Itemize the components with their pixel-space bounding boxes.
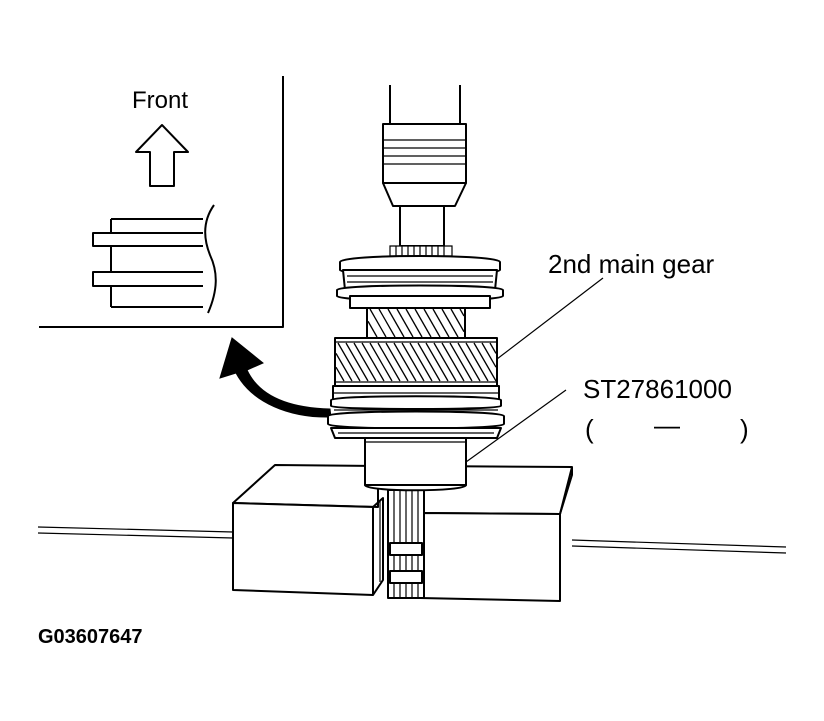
main-gear-tooth xyxy=(385,342,409,382)
main-gear-tooth xyxy=(393,342,417,382)
main-gear-tooth xyxy=(409,342,433,382)
small-gear-tooth xyxy=(450,308,465,333)
small-gear-tooth xyxy=(423,308,441,338)
tool-sub-dash: — xyxy=(654,410,680,440)
main-gear-tooth xyxy=(401,342,425,382)
tool-part-number: ST27861000 xyxy=(583,374,732,404)
small-gear-tooth xyxy=(367,320,378,338)
direction-arrow-icon xyxy=(219,337,332,418)
figure-id: G03607647 xyxy=(38,626,143,648)
main-gear-tooth xyxy=(481,342,497,368)
tool-leader-line xyxy=(465,389,567,463)
small-gear-tooth xyxy=(441,308,459,338)
small-gear-tooth xyxy=(387,308,405,338)
small-helical-gear xyxy=(366,307,466,339)
main-gear-tooth xyxy=(369,342,393,382)
main-gear-tooth xyxy=(433,342,457,382)
main-gear-tooth xyxy=(457,342,481,382)
main-gear-tooth xyxy=(425,342,449,382)
bearing-stack xyxy=(327,385,505,492)
main-gear-tooth xyxy=(377,342,401,382)
main-gear-tooth xyxy=(353,342,377,382)
small-gear-tooth xyxy=(459,308,465,317)
front-direction-inset xyxy=(39,76,284,328)
gear-sketch xyxy=(92,204,217,314)
second-main-gear xyxy=(334,337,498,387)
main-gear-tooth xyxy=(345,342,369,382)
tool-sub-open: ( xyxy=(585,414,594,444)
small-gear-tooth xyxy=(369,308,387,338)
main-gear-tooth xyxy=(335,353,353,382)
main-gear-tooth xyxy=(441,342,465,382)
small-gear-tooth xyxy=(378,308,396,338)
gear-label: 2nd main gear xyxy=(548,249,715,279)
gear-leader-line xyxy=(496,277,604,360)
main-gear-tooth xyxy=(417,342,441,382)
press-fixture xyxy=(37,464,787,602)
main-gear-tooth xyxy=(361,342,385,382)
small-gear-tooth xyxy=(396,308,414,338)
tool-sub-close: ) xyxy=(740,414,749,444)
main-gear-tooth xyxy=(337,342,361,382)
main-gear-tooth xyxy=(473,342,497,382)
upper-flange xyxy=(336,255,504,309)
main-gear-tooth xyxy=(489,342,497,354)
main-gear-tooth xyxy=(335,366,345,382)
front-label: Front xyxy=(132,87,188,114)
small-gear-tooth xyxy=(432,308,450,338)
press-ram xyxy=(382,85,467,257)
small-gear-tooth xyxy=(414,308,432,338)
main-gear-tooth xyxy=(465,342,489,382)
small-gear-tooth xyxy=(405,308,423,338)
front-arrow-icon xyxy=(135,124,189,187)
main-gear-tooth xyxy=(449,342,473,382)
